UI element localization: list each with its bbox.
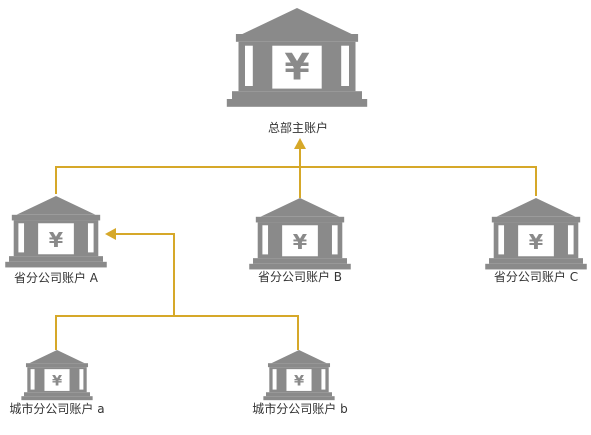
connector-lines: [55, 146, 537, 350]
connector-city-bar: [55, 315, 299, 350]
node-prov-a: ¥: [5, 196, 107, 268]
label-city-a: 城市分公司账户 a: [9, 401, 104, 416]
yuan-symbol: ¥: [293, 230, 308, 254]
arrowhead-up: [294, 138, 306, 149]
node-city-b: ¥: [263, 350, 335, 401]
yuan-symbol: ¥: [529, 230, 544, 254]
connector-hq-bar: [55, 166, 537, 196]
label-city-b: 城市分公司账户 b: [252, 401, 347, 416]
label-prov-b: 省分公司账户 B: [258, 269, 342, 284]
yuan-symbol: ¥: [284, 46, 309, 89]
yuan-symbol: ¥: [52, 374, 62, 390]
node-prov-b: ¥: [249, 198, 351, 270]
node-city-a: ¥: [21, 350, 93, 401]
yuan-symbol: ¥: [49, 228, 64, 252]
label-hq: 总部主账户: [268, 120, 328, 135]
label-prov-a: 省分公司账户 A: [14, 270, 99, 285]
connector-city-to-prov-a: [113, 233, 175, 316]
arrowhead-left: [105, 228, 116, 240]
label-prov-c: 省分公司账户 C: [494, 269, 578, 284]
node-hq: ¥: [226, 8, 368, 107]
yuan-symbol: ¥: [294, 374, 304, 390]
arrowheads: [105, 138, 306, 240]
node-prov-c: ¥: [485, 198, 587, 270]
